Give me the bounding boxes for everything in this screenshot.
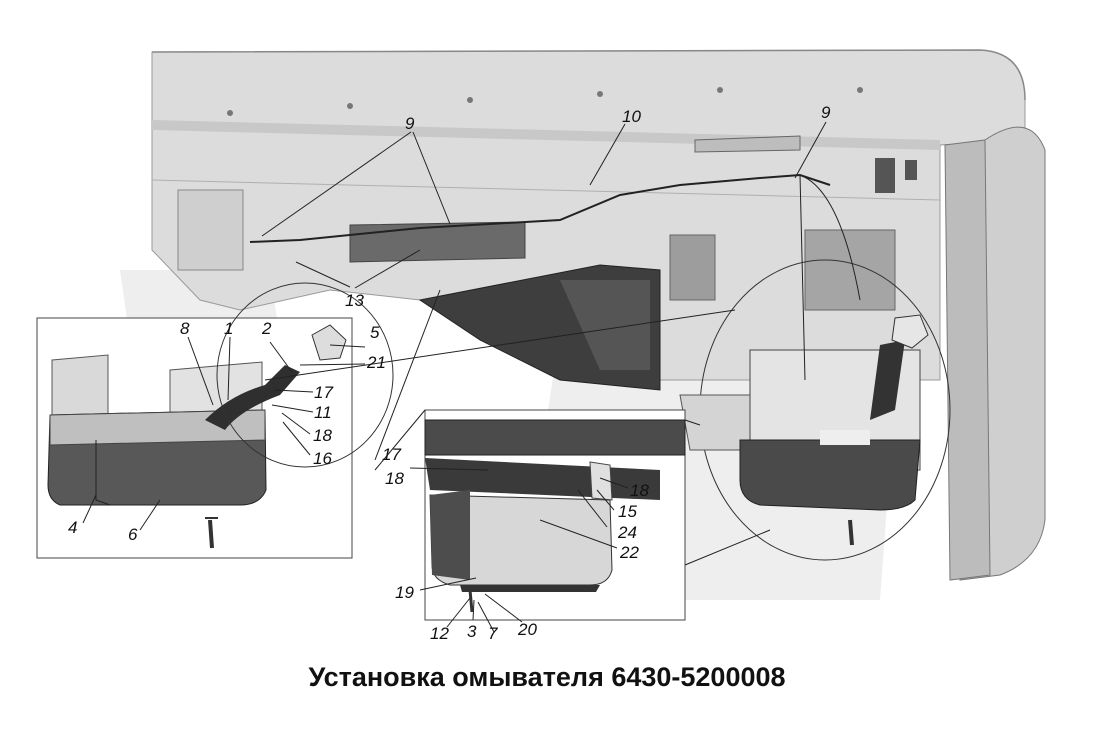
callout-label: 19 xyxy=(395,583,414,602)
cab-side-fender xyxy=(944,126,1046,581)
callout-label: 18 xyxy=(630,481,649,500)
callout-label: 5 xyxy=(370,323,380,342)
callout-label: 22 xyxy=(619,543,639,562)
connection-lines xyxy=(249,173,831,566)
callout-label: 24 xyxy=(617,523,637,542)
leader-lines xyxy=(82,121,827,633)
callout-label: 12 xyxy=(430,624,449,643)
callout-label: 17 xyxy=(314,383,333,402)
callout-label: 13 xyxy=(345,291,364,310)
callout-label: 20 xyxy=(517,620,537,639)
callout-label: 18 xyxy=(313,426,332,445)
callout-label: 16 xyxy=(313,449,332,468)
detail-inset-left xyxy=(36,317,353,559)
callout-labels: 9 10 9 13 8 1 2 5 21 17 11 18 16 4 6 17 … xyxy=(68,103,831,643)
callout-label: 8 xyxy=(180,319,190,338)
callout-label: 18 xyxy=(385,469,404,488)
callout-label: 17 xyxy=(382,445,401,464)
callout-label: 15 xyxy=(618,502,637,521)
callout-label: 6 xyxy=(128,525,138,544)
callout-label: 21 xyxy=(366,353,386,372)
callout-label: 11 xyxy=(314,403,332,422)
frame-underside xyxy=(418,264,661,391)
callout-label: 9 xyxy=(821,103,831,122)
callout-label: 1 xyxy=(224,319,233,338)
callout-label: 3 xyxy=(467,622,477,641)
callout-label: 9 xyxy=(405,114,415,133)
figure-caption: Установка омывателя 6430-5200008 xyxy=(308,662,786,692)
callout-label: 4 xyxy=(68,518,77,537)
cab-rear-wall xyxy=(151,49,1026,381)
callout-label: 2 xyxy=(261,319,272,338)
callout-label: 7 xyxy=(488,624,498,643)
detail-circle-right xyxy=(679,174,951,561)
callout-label: 10 xyxy=(622,107,641,126)
detail-circle-left xyxy=(216,282,394,468)
detail-inset-center xyxy=(424,409,686,621)
